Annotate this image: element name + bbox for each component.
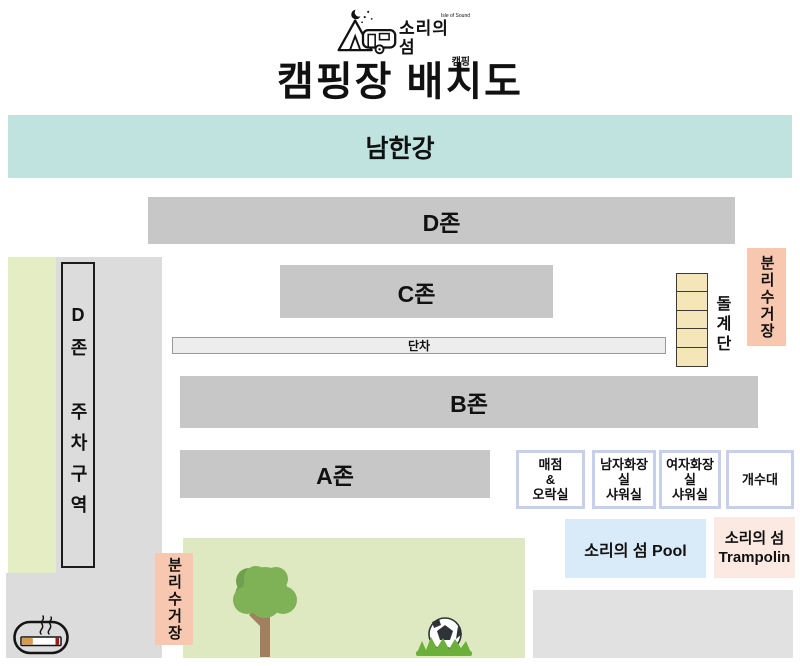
brand-logo: Isle of Sound 소리의 섬 캠핑 <box>336 4 470 68</box>
zone-c-bar: C존 <box>280 265 553 318</box>
brand-text: Isle of Sound 소리의 섬 캠핑 <box>399 13 470 69</box>
stone-stairs-label: 돌계단 <box>713 295 730 355</box>
stair-step <box>676 273 708 294</box>
stair-step <box>676 291 708 312</box>
stair-step <box>676 328 708 349</box>
left-green-strip <box>8 257 56 573</box>
soccer-ball-icon <box>416 617 472 656</box>
brand-subtitle: 캠핑 <box>451 57 470 68</box>
facility-sink: 개수대 <box>726 450 794 509</box>
river-banner: 남한강 <box>8 115 792 178</box>
zone-d-parking-area: D존 주차구역 <box>61 262 95 568</box>
brand-name: 소리의 섬 <box>398 19 449 57</box>
smoking-area-icon <box>13 615 69 655</box>
tent-camper-icon <box>337 7 397 55</box>
zone-b-bar: B존 <box>180 376 758 428</box>
facility-store-arcade: 매점 & 오락실 <box>516 450 585 509</box>
bottom-right-gray-area <box>533 590 793 658</box>
trampoline-area: 소리의 섬 Trampolin <box>714 517 795 578</box>
pool-area: 소리의 섬 Pool <box>565 519 706 578</box>
stone-stairs <box>676 273 708 368</box>
zone-a-bar: A존 <box>180 450 490 498</box>
brand-tagline: Isle of Sound <box>440 13 470 19</box>
recycling-area-right: 분리수거장 <box>747 248 786 346</box>
recycling-area-left: 분리수거장 <box>155 553 193 645</box>
tree-icon <box>233 566 297 657</box>
facility-mens-restroom-shower: 남자화장실 샤워실 <box>592 450 656 509</box>
stair-step <box>676 309 708 331</box>
stair-step <box>676 346 708 368</box>
page-title: 캠핑장 배치도 <box>277 60 523 104</box>
level-step-bar: 단차 <box>172 337 666 354</box>
facility-womens-restroom-shower: 여자화장실 샤워실 <box>659 450 721 509</box>
zone-d-bar: D존 <box>148 197 735 244</box>
